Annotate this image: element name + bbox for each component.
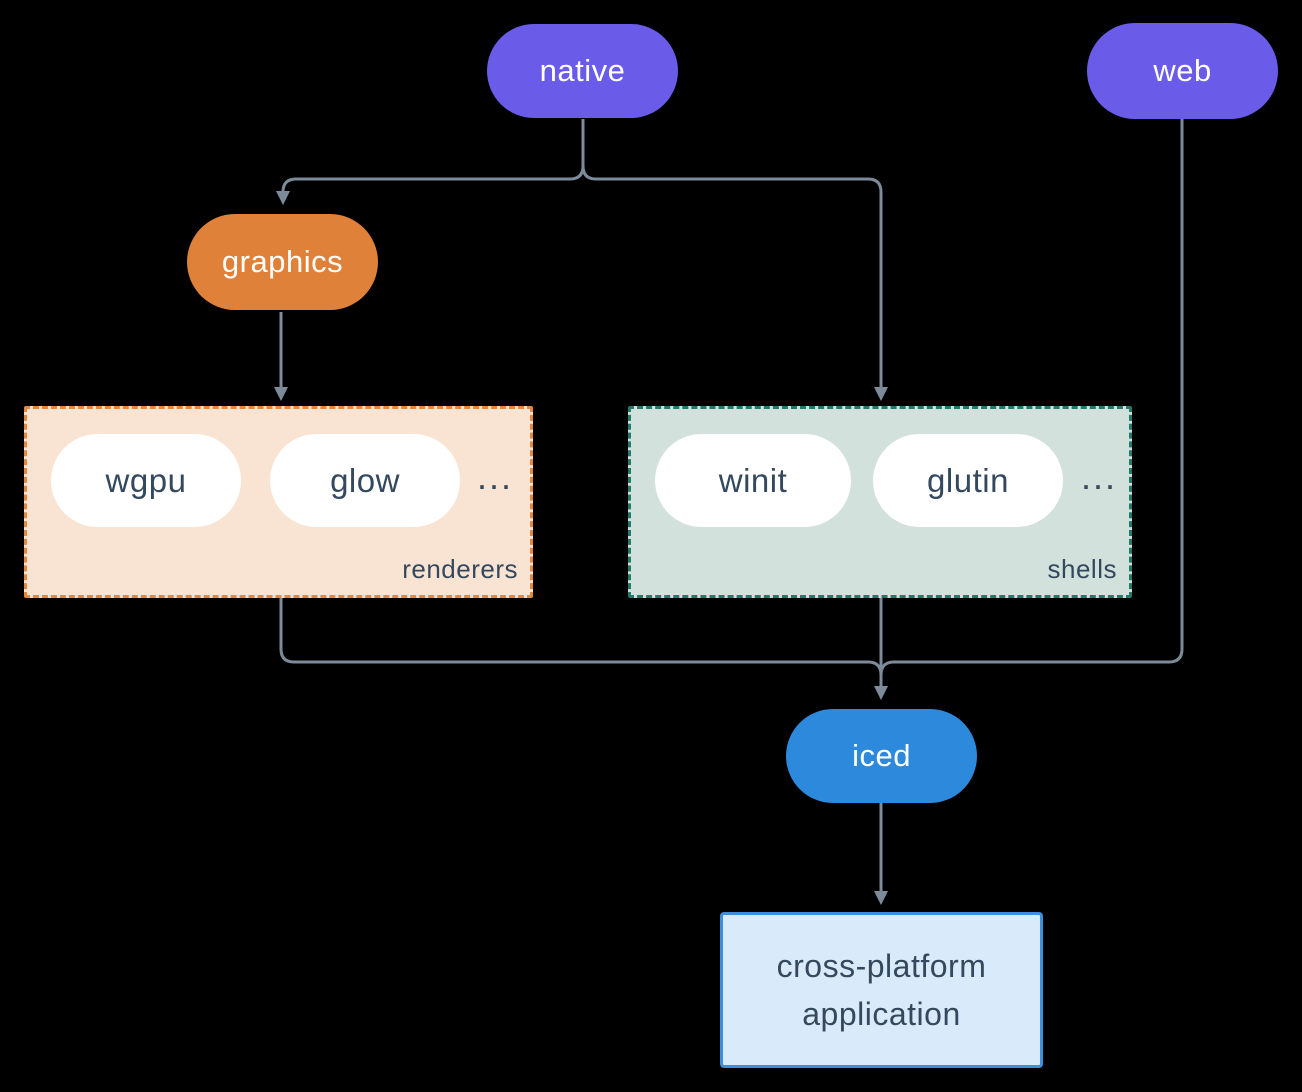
edge-renderers-to-junction: [279, 598, 883, 676]
node-glutin-label: glutin: [927, 461, 1009, 499]
node-web-label: web: [1153, 53, 1212, 88]
renderers-ellipsis: ...: [476, 456, 513, 497]
node-winit-label: winit: [718, 461, 788, 499]
node-native: native: [487, 24, 678, 118]
node-glow: glow: [270, 434, 460, 527]
shells-ellipsis: ...: [1080, 456, 1117, 497]
node-cross-platform-application: cross-platform application: [720, 912, 1043, 1068]
renderers-group-label: renderers: [402, 554, 518, 584]
group-renderers: wgpu glow ... renderers: [24, 406, 533, 598]
node-glutin: glutin: [873, 434, 1063, 527]
shells-group-label: shells: [1047, 554, 1117, 584]
node-graphics: graphics: [187, 214, 378, 310]
node-wgpu: wgpu: [51, 434, 241, 527]
node-glow-label: glow: [330, 461, 400, 499]
node-wgpu-label: wgpu: [105, 461, 187, 499]
node-native-label: native: [539, 53, 626, 88]
edge-native-to-graphics: [275, 119, 585, 206]
group-shells: winit glutin ... shells: [628, 406, 1132, 598]
node-web: web: [1087, 23, 1278, 119]
node-application-label: cross-platform application: [776, 948, 987, 1032]
node-iced: iced: [786, 709, 977, 803]
node-iced-label: iced: [852, 738, 911, 773]
edge-native-to-shells: [581, 119, 889, 402]
node-winit: winit: [655, 434, 851, 527]
node-graphics-label: graphics: [221, 244, 344, 279]
